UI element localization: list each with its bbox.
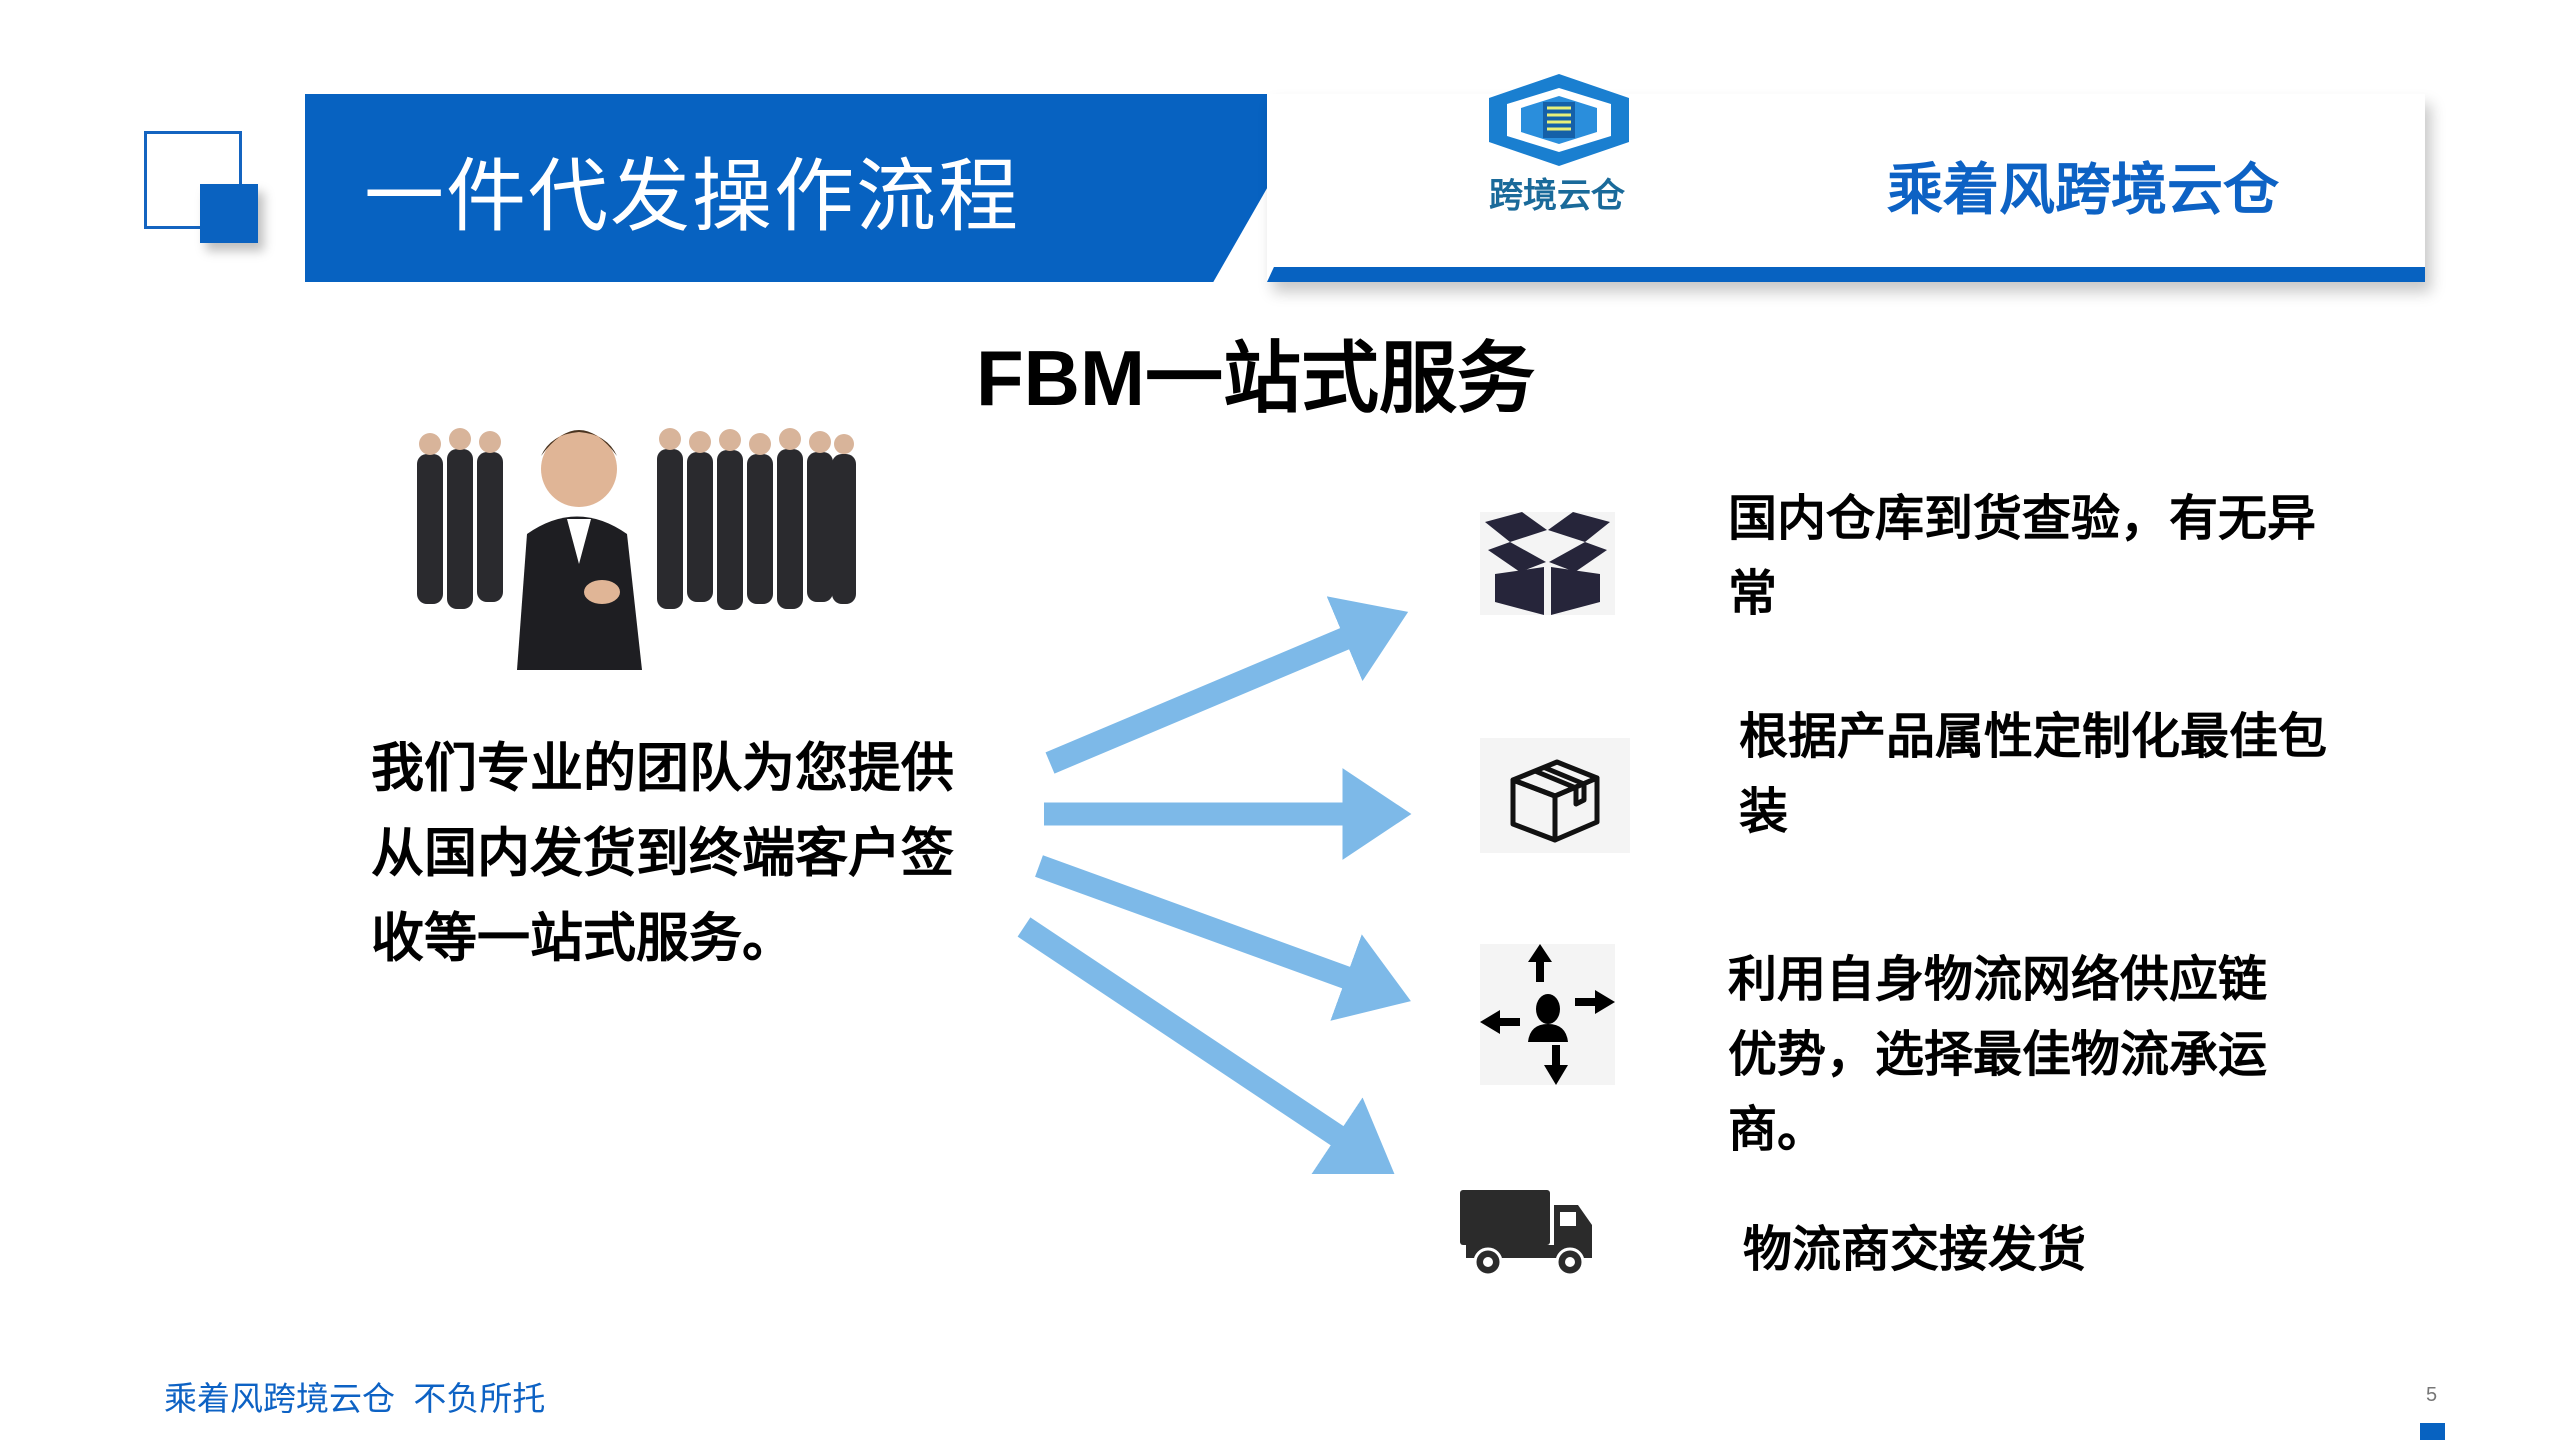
footer-tagline: 乘着风跨境云仓 不负所托 <box>164 1380 546 1417</box>
arrow-to-step-4 <box>1017 917 1395 1174</box>
intro-text: 我们专业的团队为您提供从国内发货到终端客户签收等一站式服务。 <box>371 739 954 968</box>
page-title: 一件代发操作流程 <box>364 152 1020 241</box>
brand-slogan: 乘着风跨境云仓 <box>1887 158 2279 221</box>
package-icon <box>1480 738 1630 853</box>
page-marker <box>2420 1423 2445 1440</box>
decor-square-outline <box>144 131 242 229</box>
arrow-to-step-3 <box>1035 855 1411 1021</box>
page-number: 5 <box>2426 1384 2438 1406</box>
logistics-network-icon <box>1480 944 1615 1085</box>
truck-icon <box>1460 1190 1592 1277</box>
decor-square-fill <box>200 184 258 243</box>
brand-panel-bar <box>1267 267 2425 282</box>
background-people <box>417 449 856 610</box>
brand-panel <box>1267 94 2425 282</box>
step-1-text: 国内仓库到货查验，有无异常 <box>1728 492 2317 621</box>
logo-text: 跨境云仓 <box>1489 178 1625 215</box>
step-3-text: 利用自身物流网络供应链优势，选择最佳物流承运商。 <box>1728 953 2268 1157</box>
open-box-icon <box>1480 512 1615 615</box>
title-banner <box>305 94 1321 282</box>
step-2-text: 根据产品属性定制化最佳包装 <box>1739 710 2328 839</box>
arrow-to-step-1 <box>1045 596 1409 774</box>
section-heading: FBM一站式服务 <box>976 334 1535 422</box>
step-4-text: 物流商交接发货 <box>1743 1223 2087 1277</box>
logo-icon <box>1489 74 1629 166</box>
business-team-image <box>417 428 856 670</box>
